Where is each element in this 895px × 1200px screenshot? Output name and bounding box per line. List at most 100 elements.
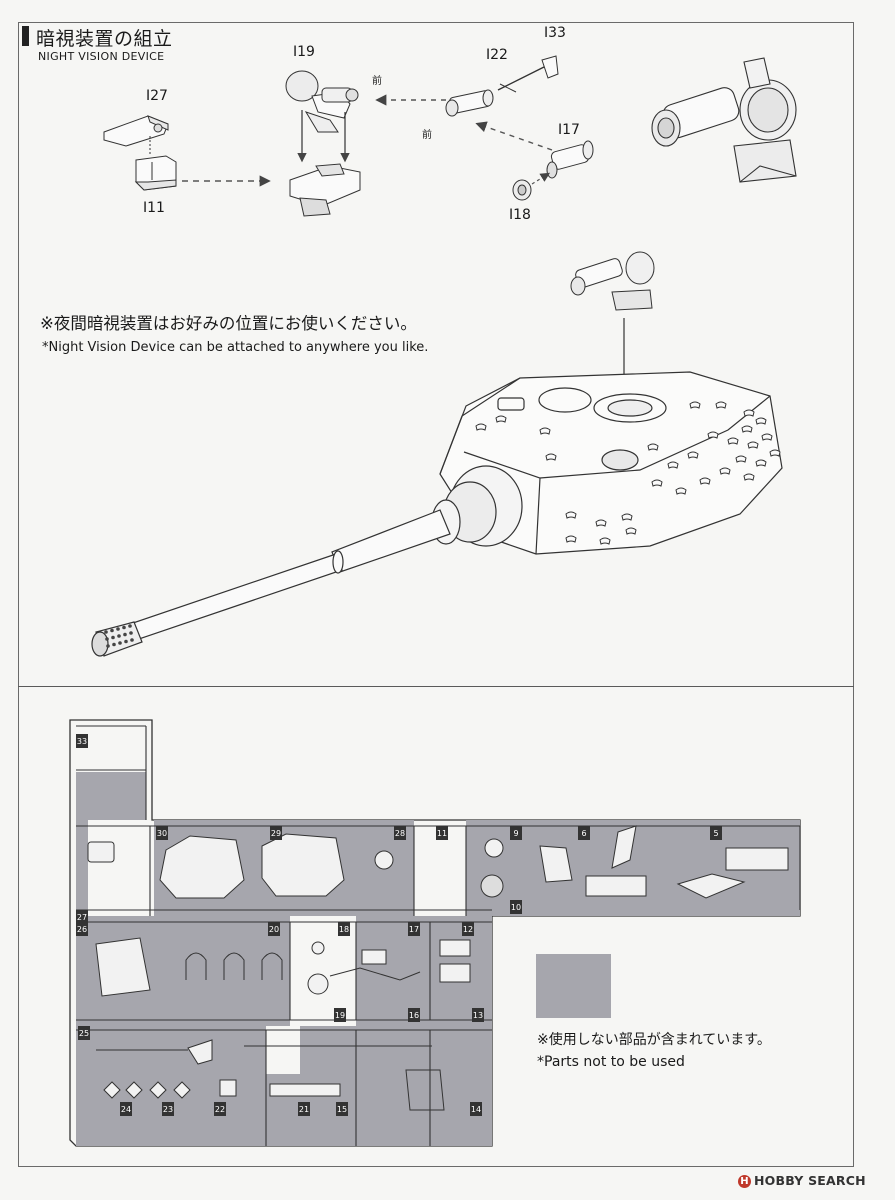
part-20-handle: [185, 952, 207, 980]
turret-hooks: [475, 401, 781, 545]
part-10-wheel: [480, 874, 504, 898]
part-number-text: 19: [335, 1011, 345, 1020]
note-ja: ※夜間暗視装置はお好みの位置にお使いください。: [40, 314, 417, 333]
front-mark-2: 前: [422, 130, 432, 141]
part-label-i19: I19: [293, 44, 315, 60]
part-label-i22: I22: [486, 47, 508, 63]
muzzle-hole: [111, 635, 115, 640]
page-frame: [18, 22, 854, 1167]
front-mark-1: 前: [372, 76, 382, 87]
part-14-frame: [405, 1069, 445, 1111]
section-title-ja: 暗視装置の組立: [36, 28, 173, 50]
part-12-block: [439, 939, 471, 957]
part-21-bar: [269, 1083, 341, 1097]
muzzle-hole: [106, 644, 110, 648]
arrow-i17-to-i22: [475, 121, 553, 151]
turret-hook: [565, 535, 577, 543]
part-28-ring: [374, 850, 394, 870]
part-number-tag: [76, 734, 88, 748]
part-number-text: 10: [511, 903, 521, 912]
turret-hook: [769, 449, 781, 457]
part-26-hood: [95, 937, 151, 997]
part-20-handle: [261, 952, 283, 980]
unused-parts-legend-swatch: [536, 954, 611, 1018]
part-number-tag: [120, 1102, 132, 1116]
part-number-tag: [334, 1008, 346, 1022]
part-label-i27: I27: [146, 88, 168, 104]
part-label-i33: I33: [544, 25, 566, 41]
part-number-text: 24: [121, 1105, 131, 1114]
part-i22-drawing: [445, 89, 494, 117]
turret-hook: [699, 477, 711, 485]
part-number-tag: [76, 910, 88, 924]
unused-part-area: [76, 1026, 266, 1146]
sprue-parts: [87, 825, 789, 1111]
unused-part-area: [76, 820, 88, 916]
legend-en: *Parts not to be used: [537, 1054, 685, 1070]
part-number-text: 17: [409, 925, 419, 934]
part-19-ring: [307, 973, 329, 995]
part-number-tag: [408, 922, 420, 936]
part-number-text: 26: [77, 925, 87, 934]
turret-hook: [675, 487, 687, 495]
turret-hook: [687, 451, 699, 459]
part-i17-drawing: [546, 140, 594, 179]
turret-hook: [599, 537, 611, 545]
part-number-tag: [510, 826, 522, 840]
part-25-bucket: [187, 1039, 213, 1065]
part-number-text: 27: [77, 913, 87, 922]
part-18-ring: [311, 941, 325, 955]
part-number-tag: [578, 826, 590, 840]
turret-hook: [651, 479, 663, 487]
part-number-text: 23: [163, 1105, 173, 1114]
part-number-text: 11: [437, 829, 447, 838]
part-24-clip: [125, 1081, 143, 1099]
turret-hook: [545, 453, 557, 461]
unused-part-area: [76, 772, 146, 820]
part-number-tag: [156, 826, 168, 840]
part-i18-drawing: [512, 179, 532, 201]
turret-hook: [707, 431, 719, 439]
turret-hook: [755, 417, 767, 425]
part-number-tag: [408, 1008, 420, 1022]
section-marker: [22, 26, 29, 46]
part-i27-drawing: [103, 115, 169, 156]
part-label-i11: I11: [143, 200, 165, 216]
turret-hook: [595, 519, 607, 527]
part-6-body: [539, 845, 573, 883]
assembled-device-drawing: [651, 57, 797, 183]
turret-hook: [719, 467, 731, 475]
part-17-small: [361, 949, 387, 965]
turret-hook: [667, 461, 679, 469]
part-number-tag: [710, 826, 722, 840]
part-label-i17: I17: [558, 122, 580, 138]
turret-hook: [747, 441, 759, 449]
part-number-text: 13: [473, 1011, 483, 1020]
device-on-turret-drawing: [570, 251, 655, 311]
part-number-text: 18: [339, 925, 349, 934]
turret-hook: [625, 527, 637, 535]
part-number-text: 25: [79, 1029, 89, 1038]
part-6-pipe: [611, 825, 637, 869]
part-number-tag: [214, 1102, 226, 1116]
turret-hook: [743, 409, 755, 417]
muzzle-hole: [104, 630, 108, 634]
mount-base-drawing: [289, 163, 361, 217]
part-5-box: [725, 847, 789, 871]
turret-hook: [565, 511, 577, 519]
muzzle-hole: [112, 642, 116, 647]
part-24-clip: [173, 1081, 191, 1099]
part-number-text: 33: [77, 737, 87, 746]
part-number-tag: [270, 826, 282, 840]
muzzle-hole: [128, 624, 132, 628]
part-i19-drawing: [285, 70, 359, 133]
turret-hook: [761, 433, 773, 441]
muzzle-hole: [116, 627, 120, 631]
turret-hook: [743, 473, 755, 481]
arrow-i18-to-i17: [531, 172, 551, 185]
part-number-tag: [268, 922, 280, 936]
part-number-text: 6: [581, 829, 586, 838]
gun-barrel-drawing: [91, 509, 451, 657]
